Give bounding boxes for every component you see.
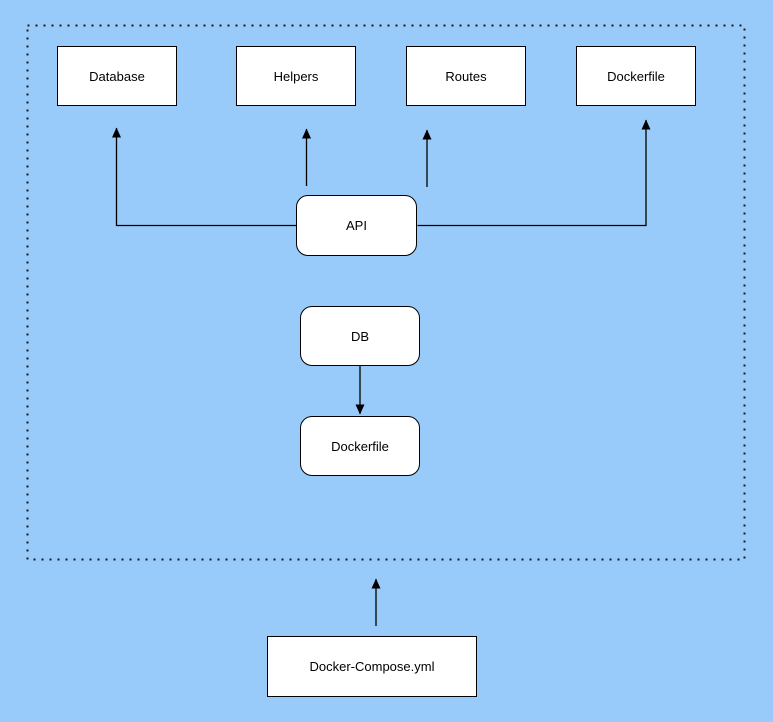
edge-api-to-database bbox=[112, 127, 297, 227]
node-docker-compose: Docker-Compose.yml bbox=[267, 636, 477, 697]
node-helpers: Helpers bbox=[236, 46, 356, 106]
node-helpers-label: Helpers bbox=[273, 68, 319, 84]
node-routes-label: Routes bbox=[445, 68, 487, 84]
node-dockerfile-service: Dockerfile bbox=[576, 46, 696, 106]
dotted-container-border bbox=[26, 24, 746, 561]
node-database-label: Database bbox=[89, 68, 145, 84]
node-docker-compose-label: Docker-Compose.yml bbox=[309, 659, 435, 674]
node-api: API bbox=[296, 195, 417, 256]
node-db: DB bbox=[300, 306, 420, 366]
node-dockerfile-service-label: Dockerfile bbox=[607, 68, 665, 84]
edge-api-to-dockerfile bbox=[417, 119, 651, 227]
node-db-dockerfile-label: Dockerfile bbox=[331, 438, 389, 454]
node-db-label: DB bbox=[350, 328, 370, 344]
node-routes: Routes bbox=[406, 46, 526, 106]
node-database: Database bbox=[57, 46, 177, 106]
node-api-label: API bbox=[346, 218, 367, 233]
node-db-dockerfile: Dockerfile bbox=[300, 416, 420, 476]
